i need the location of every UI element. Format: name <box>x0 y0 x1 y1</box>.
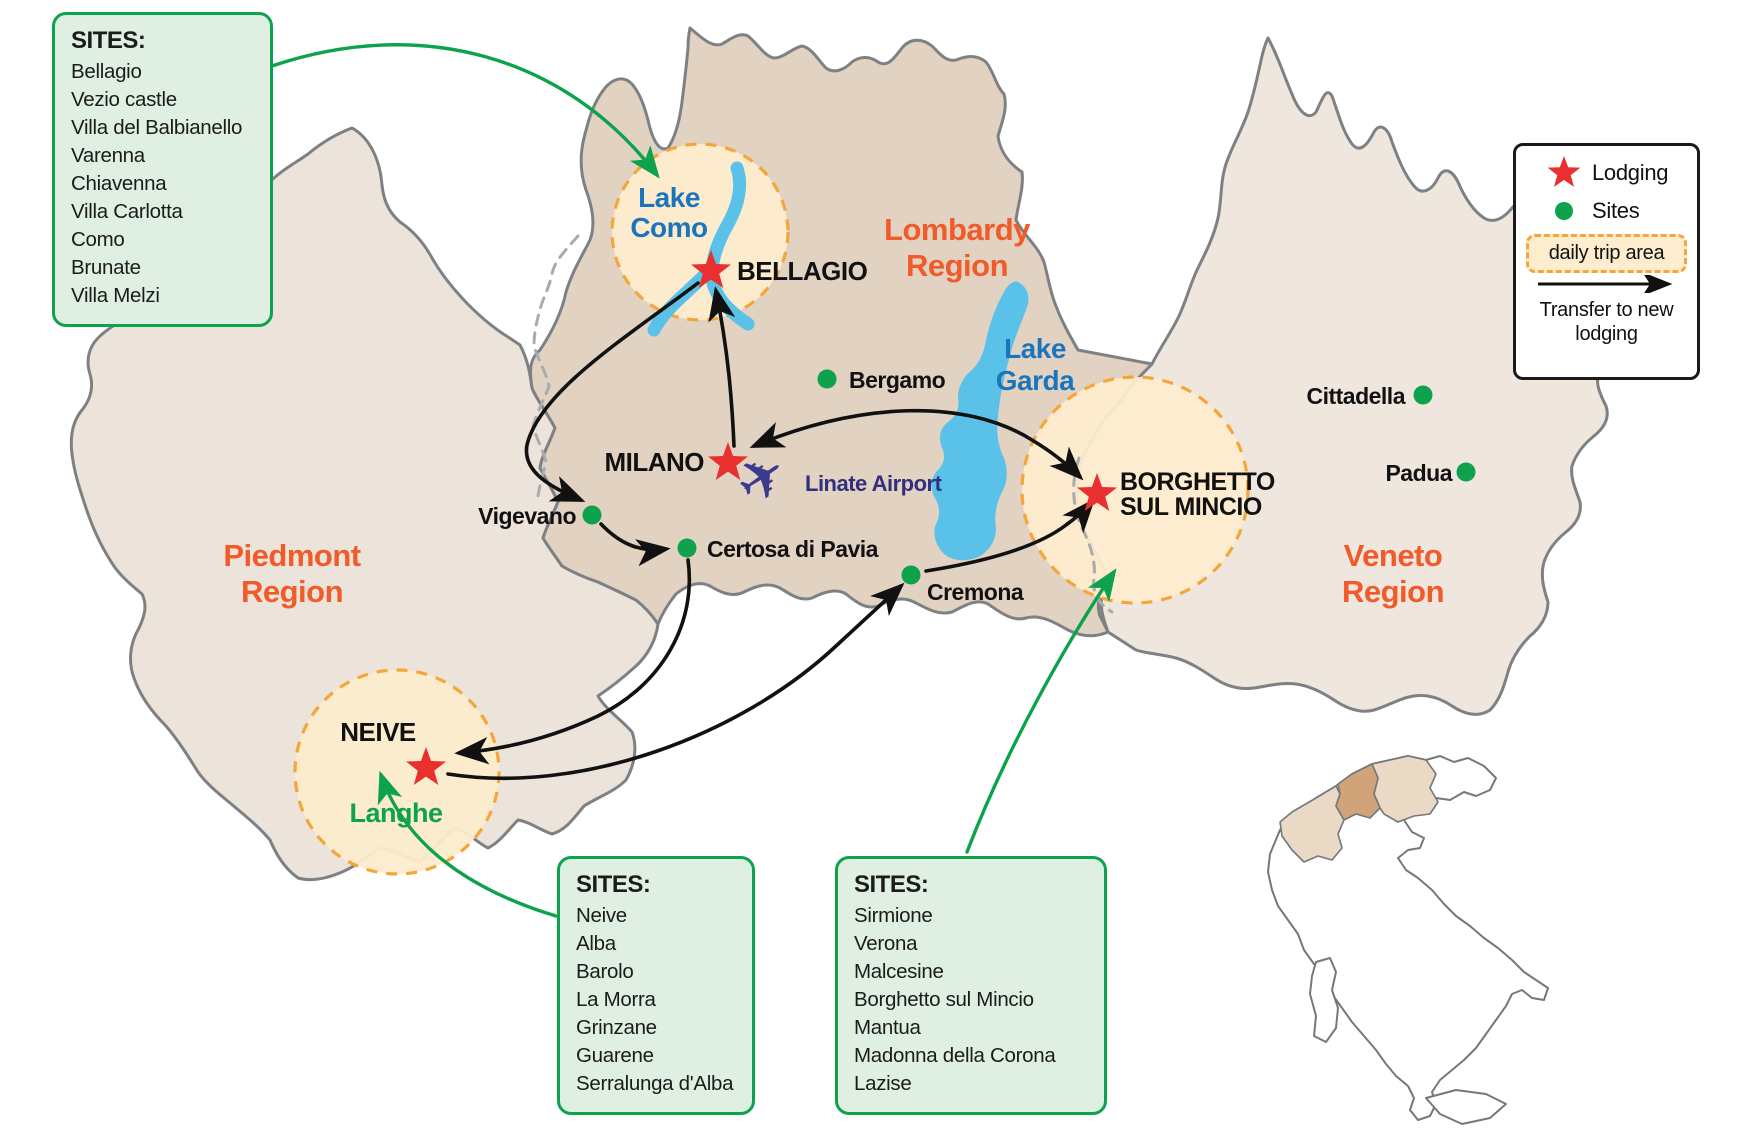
label-neive: NEIVE <box>340 717 416 747</box>
site-dot-vigevano <box>582 505 602 525</box>
daily-trip-area-langhe <box>293 668 501 876</box>
map-legend: Lodging Sites daily trip area Transfer t… <box>1513 143 1700 380</box>
arrow-vigevano-to-certosa <box>599 522 671 567</box>
dashed-border-west <box>531 234 580 498</box>
site-list-item: Villa del Balbianello <box>71 116 243 139</box>
site-list-item: Lazise <box>854 1072 912 1095</box>
site-list-item: Villa Carlotta <box>71 200 183 223</box>
legend-daily-trip-chip: daily trip area <box>1526 234 1687 273</box>
site-list-item: Bellagio <box>71 60 142 83</box>
label-veneto-line1: Veneto <box>1344 538 1443 573</box>
label-vigevano: Vigevano <box>478 503 576 529</box>
arrow-certosa-to-neive <box>454 558 691 765</box>
site-dot-bergamo <box>817 369 837 389</box>
legend-sites-label: Sites <box>1592 198 1640 223</box>
label-bellagio: BELLAGIO <box>737 256 868 286</box>
inset-sicily <box>1425 1089 1507 1125</box>
label-lake-como-line1: Lake <box>638 182 700 213</box>
sites-box-lake-como: SITES: Bellagio Vezio castle Villa del B… <box>52 12 273 327</box>
callout-arrow-como-sites <box>270 43 660 179</box>
site-list-item: Madonna della Corona <box>854 1044 1056 1067</box>
label-lombardy-line2: Region <box>906 248 1008 283</box>
label-linate-airport: Linate Airport <box>805 471 943 496</box>
arrow-milano-borghetto <box>749 408 1084 481</box>
label-veneto-line2: Region <box>1342 574 1444 609</box>
legend-transfer: Transfer to new lodging <box>1524 272 1689 346</box>
site-dot-cremona <box>901 565 921 585</box>
label-lake-como-line2: Como <box>630 212 708 243</box>
transfer-arrow-icon <box>1537 272 1672 296</box>
site-list-item: Chiavenna <box>71 172 167 195</box>
label-piedmont-line1: Piedmont <box>223 538 360 573</box>
label-lake-garda-line1: Lake <box>1004 333 1066 364</box>
legend-transfer-label: Transfer to new lodging <box>1539 299 1674 345</box>
site-list-item: Verona <box>854 932 918 955</box>
site-list-item: Mantua <box>854 1016 921 1039</box>
arrow-cremona-to-borghetto <box>924 498 1096 573</box>
sites-box-title: SITES: <box>854 871 929 898</box>
label-cittadella: Cittadella <box>1306 383 1405 409</box>
legend-lodging-label: Lodging <box>1592 160 1669 185</box>
site-list-item: Malcesine <box>854 960 944 983</box>
site-list-item: La Morra <box>576 988 656 1011</box>
site-list-item: Guarene <box>576 1044 654 1067</box>
callout-arrow-langhe-sites <box>377 770 558 918</box>
label-lombardy-line1: Lombardy <box>884 212 1031 247</box>
label-milano: MILANO <box>604 447 704 477</box>
label-cremona: Cremona <box>927 579 1024 605</box>
label-langhe: Langhe <box>349 798 442 828</box>
label-certosa: Certosa di Pavia <box>707 536 879 562</box>
arrow-neive-to-cremona <box>446 582 905 781</box>
site-list-item: Serralunga d'Alba <box>576 1072 734 1095</box>
inset-region-lombardy <box>1335 763 1381 821</box>
site-list-item: Barolo <box>576 960 634 983</box>
site-list-item: Brunate <box>71 256 141 279</box>
sites-box-title: SITES: <box>71 27 146 54</box>
site-dot-certosa <box>677 538 697 558</box>
site-dot-cittadella <box>1413 385 1433 405</box>
arrow-bellagio-to-vigevano <box>524 281 700 502</box>
site-dot-icon <box>1555 202 1573 220</box>
sites-box-title: SITES: <box>576 871 651 898</box>
site-list-item: Varenna <box>71 144 145 167</box>
label-bergamo: Bergamo <box>849 367 946 393</box>
arrow-milano-to-bellagio <box>708 286 736 448</box>
label-borghetto-line2: SUL MINCIO <box>1120 493 1262 521</box>
inset-sardinia <box>1309 957 1339 1043</box>
site-list-item: Grinzane <box>576 1016 657 1039</box>
sites-box-langhe: SITES: Neive Alba Barolo La Morra Grinza… <box>557 856 755 1115</box>
site-list-item: Neive <box>576 904 627 927</box>
legend-daily-trip-label: daily trip area <box>1548 242 1665 264</box>
site-dot-padua <box>1456 462 1476 482</box>
label-padua: Padua <box>1385 460 1452 486</box>
site-list-item: Borghetto sul Mincio <box>854 988 1034 1011</box>
italy-inset-map <box>1267 755 1549 1125</box>
inset-region-piedmont <box>1279 785 1345 863</box>
lodging-star-icon <box>1547 155 1581 187</box>
site-list-item: Sirmione <box>854 904 933 927</box>
callout-arrow-borghetto-sites <box>965 568 1117 854</box>
inset-region-veneto <box>1371 755 1439 823</box>
site-list-item: Vezio castle <box>71 88 177 111</box>
label-lake-garda-line2: Garda <box>996 365 1075 396</box>
site-list-item: Alba <box>576 932 616 955</box>
legend-row-lodging: Lodging <box>1524 154 1689 192</box>
lake-garda-water <box>931 281 1029 561</box>
legend-row-sites: Sites <box>1524 192 1689 230</box>
site-list-item: Villa Melzi <box>71 284 160 307</box>
label-piedmont-line2: Region <box>241 574 343 609</box>
sites-box-borghetto: SITES: Sirmione Verona Malcesine Borghet… <box>835 856 1107 1115</box>
site-list-item: Como <box>71 228 125 251</box>
label-borghetto-line1: BORGHETTO <box>1120 468 1275 496</box>
